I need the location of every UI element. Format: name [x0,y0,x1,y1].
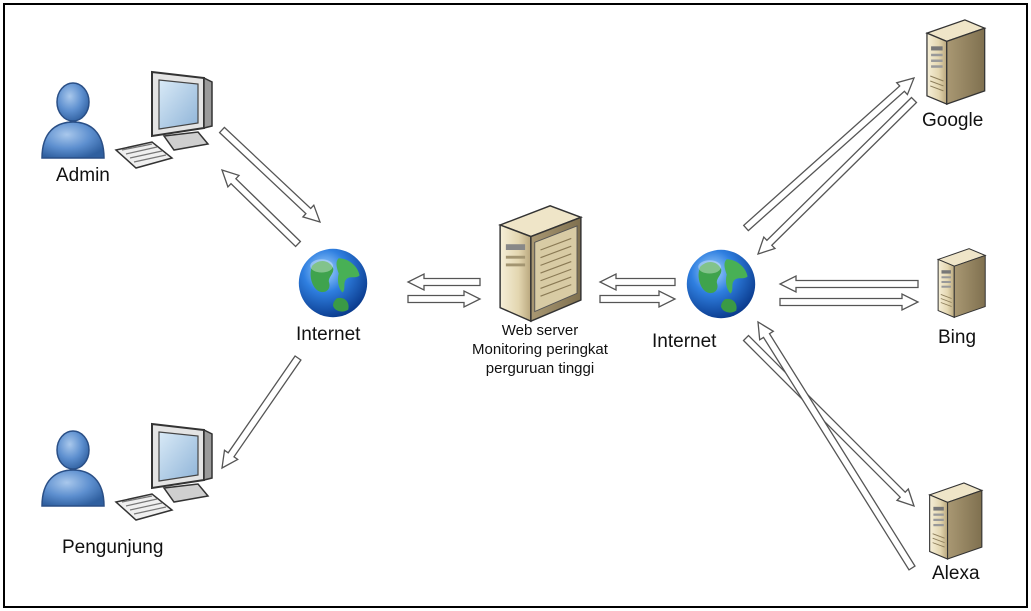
internet-left-globe-icon [298,248,368,318]
arrow-internet-to-visitor [221,355,302,470]
arrow-admin-to-internet [218,126,322,223]
arrow-internet-to-google [742,77,916,232]
visitor-label: Pengunjung [62,537,164,558]
arrow-google-to-internet [756,96,918,256]
bing-label: Bing [938,327,977,348]
arrow-internet-to-bing [779,292,920,312]
webserver-label-line1: Web server [501,322,579,339]
internet-right-globe-icon [686,249,756,319]
connection-arrows [218,77,920,571]
arrow-internet-to-alexa [742,334,916,508]
arrow-internet-to-webserver-right [598,272,676,292]
webserver-label: Web server Monitoring peringkat pergurua… [440,321,640,378]
google-label: Google [922,110,984,131]
google-server-icon [926,19,986,105]
arrow-internet-to-admin [220,168,302,248]
bing-server-icon [937,248,986,318]
arrow-webserver-to-internet-right [599,289,677,309]
internet-left-label: Internet [296,324,361,345]
webserver-label-line2: Monitoring peringkat [472,341,608,358]
internet-right-label: Internet [652,331,717,352]
admin-label: Admin [56,165,110,186]
arrow-bing-to-internet [778,274,919,294]
arrow-internet-to-webserver [407,289,482,309]
alexa-label: Alexa [932,563,980,584]
webserver-label-line3: perguruan tinggi [485,360,595,377]
alexa-server-icon [929,482,983,560]
arrow-alexa-to-internet [757,320,916,571]
arrow-webserver-to-internet [406,272,481,292]
webserver-rack-icon [499,204,582,322]
